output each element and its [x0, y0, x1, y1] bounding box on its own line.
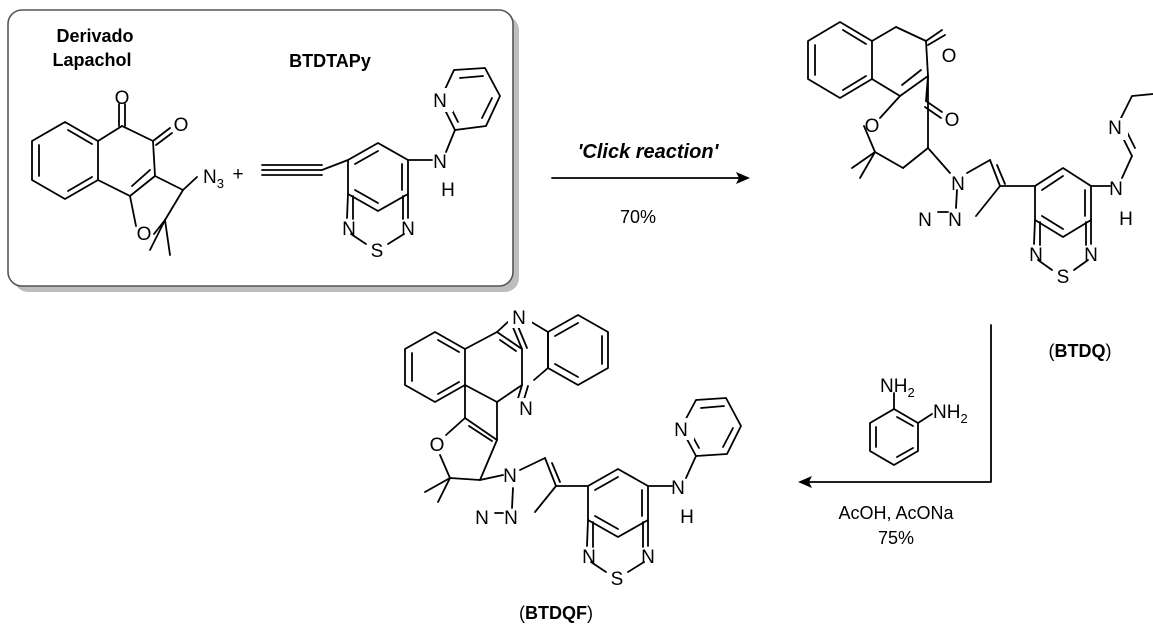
atom-H: H	[441, 180, 455, 201]
atom-H: H	[1119, 209, 1133, 230]
arrowhead-2	[798, 476, 812, 488]
reagent-amine-1: NH2	[880, 376, 915, 400]
reaction-arrow-2	[807, 324, 992, 483]
atom-N: N	[512, 308, 526, 329]
btdq-structure	[807, 21, 1153, 271]
plus-sign: +	[232, 164, 243, 185]
step1-label: 'Click reaction'	[578, 141, 720, 163]
product1-name: (BTDQ)	[1049, 341, 1112, 361]
atom-S: S	[611, 569, 624, 590]
atom-N3: N3	[203, 167, 224, 191]
atom-N: N	[1084, 245, 1098, 266]
step2-conditions: AcOH, AcONa	[838, 503, 954, 523]
atom-S: S	[1057, 267, 1070, 288]
lapachol-derivative-structure	[31, 103, 198, 256]
btdqf-structure	[404, 314, 742, 573]
atom-N: N	[401, 219, 415, 240]
atom-N: N	[519, 399, 533, 420]
atom-N: N	[475, 508, 489, 529]
atom-O: O	[115, 88, 130, 109]
atom-N: N	[918, 210, 932, 231]
atom-N: N	[671, 478, 685, 499]
product2-name: (BTDQF)	[519, 603, 593, 623]
atom-N: N	[504, 508, 518, 529]
reagent-phenylenediamine	[869, 392, 933, 466]
atom-O: O	[865, 116, 880, 137]
atom-N: N	[1108, 118, 1122, 139]
atom-N: N	[503, 466, 517, 487]
step2-yield: 75%	[878, 528, 914, 548]
atom-N: N	[1109, 179, 1123, 200]
atom-N: N	[433, 91, 447, 112]
arrowhead-1	[736, 172, 750, 184]
reactants-box	[7, 9, 519, 292]
reagent-amine-2: NH2	[933, 402, 968, 426]
reactant2-name: BTDTAPy	[289, 51, 371, 71]
atom-O: O	[945, 110, 960, 131]
step1-yield: 70%	[620, 207, 656, 227]
atom-N: N	[674, 420, 688, 441]
atom-N: N	[948, 210, 962, 231]
atom-O: O	[174, 115, 189, 136]
atom-O: O	[942, 46, 957, 67]
atom-N: N	[641, 547, 655, 568]
atom-N: N	[433, 152, 447, 173]
atom-N: N	[1029, 245, 1043, 266]
atom-N: N	[342, 219, 356, 240]
atom-H: H	[680, 507, 694, 528]
reactant1-name-line1: Derivado	[56, 26, 133, 46]
atom-O: O	[137, 224, 152, 245]
atom-O: O	[430, 435, 445, 456]
atom-N: N	[582, 547, 596, 568]
atom-S: S	[371, 241, 384, 262]
reactant1-name-line2: Lapachol	[52, 50, 131, 70]
atom-N: N	[951, 174, 965, 195]
